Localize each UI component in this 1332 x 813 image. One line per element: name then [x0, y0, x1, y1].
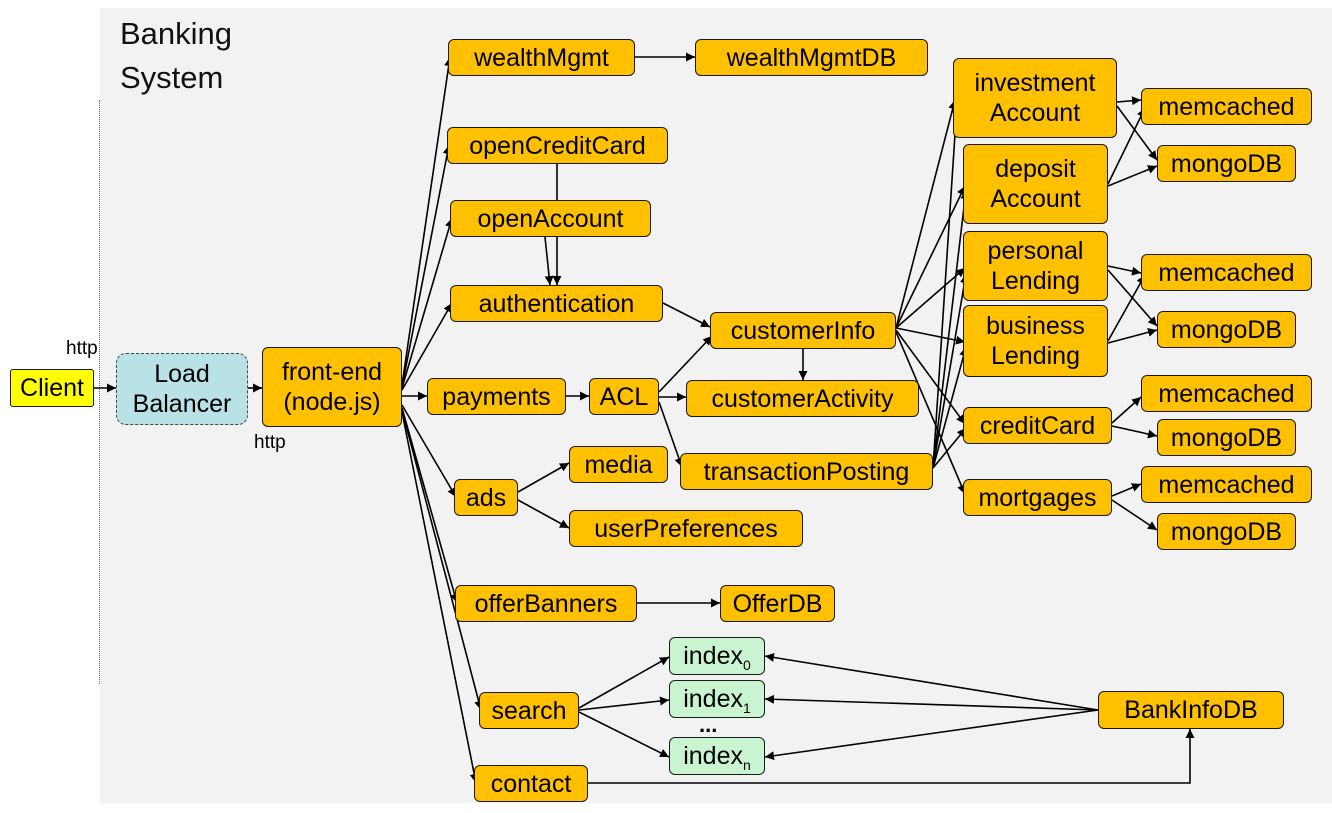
mortgages-node[interactable]: mortgages [963, 479, 1112, 516]
http-label-client: http [66, 338, 98, 359]
index-n-node[interactable]: indexn [669, 737, 765, 775]
payments-node[interactable]: payments [427, 378, 566, 415]
front-end-line-2: (node.js) [283, 388, 381, 416]
memcached-node-2[interactable]: memcached [1141, 254, 1312, 291]
creditcard-node[interactable]: creditCard [963, 407, 1112, 444]
customeractivity-node[interactable]: customerActivity [686, 380, 919, 417]
personallending-line-1: personal [987, 237, 1084, 265]
offerbanners-node[interactable]: offerBanners [455, 585, 637, 622]
media-node[interactable]: media [569, 446, 668, 483]
depositaccount-line-1: deposit [995, 155, 1076, 183]
wealthmgmtdb-node[interactable]: wealthMgmtDB [695, 39, 928, 76]
memcached-node-4[interactable]: memcached [1141, 466, 1312, 503]
userpreferences-node[interactable]: userPreferences [569, 510, 803, 547]
openaccount-node[interactable]: openAccount [450, 200, 651, 237]
load-balancer-node[interactable]: Load Balancer [116, 353, 248, 425]
index-n-label: indexn [683, 742, 751, 773]
transactionposting-node[interactable]: transactionPosting [680, 453, 933, 490]
depositaccount-line-2: Account [990, 185, 1081, 213]
index-ellipsis: ... [699, 712, 718, 737]
system-boundary-dotted-line [99, 100, 100, 684]
diagram-title-line-2: System [120, 60, 224, 95]
investmentaccount-node[interactable]: investment Account [953, 58, 1117, 138]
contact-node[interactable]: contact [474, 765, 588, 802]
personallending-line-2: Lending [991, 267, 1080, 295]
ads-node[interactable]: ads [454, 479, 518, 516]
mongodb-node-3[interactable]: mongoDB [1157, 419, 1296, 456]
businesslending-line-1: business [986, 312, 1085, 340]
authentication-node[interactable]: authentication [450, 285, 663, 322]
http-label-frontend: http [254, 432, 286, 453]
diagram-title-line-1: Banking [120, 16, 233, 51]
opencreditcard-node[interactable]: openCreditCard [447, 127, 668, 164]
businesslending-line-2: Lending [991, 342, 1080, 370]
diagram-title: Banking System [120, 12, 232, 100]
mongodb-node-2[interactable]: mongoDB [1157, 311, 1296, 348]
client-node[interactable]: Client [10, 369, 94, 407]
memcached-node-3[interactable]: memcached [1141, 375, 1312, 412]
mongodb-node-4[interactable]: mongoDB [1157, 513, 1296, 550]
memcached-node-1[interactable]: memcached [1141, 88, 1312, 125]
bankinfodb-node[interactable]: BankInfoDB [1098, 691, 1284, 729]
businesslending-node[interactable]: business Lending [963, 305, 1108, 377]
search-node[interactable]: search [479, 692, 579, 729]
wealthmgmt-node[interactable]: wealthMgmt [448, 39, 635, 76]
depositaccount-node[interactable]: deposit Account [963, 144, 1108, 224]
index-1-label: index1 [683, 685, 751, 716]
index-0-node[interactable]: index0 [669, 637, 765, 675]
front-end-node[interactable]: front-end (node.js) [262, 347, 402, 427]
personallending-node[interactable]: personal Lending [963, 231, 1108, 301]
investmentaccount-line-1: investment [974, 69, 1096, 97]
acl-node[interactable]: ACL [589, 378, 659, 415]
index-1-node[interactable]: index1 [669, 680, 765, 718]
mongodb-node-1[interactable]: mongoDB [1157, 145, 1296, 182]
front-end-line-1: front-end [281, 358, 383, 386]
investmentaccount-line-2: Account [989, 99, 1081, 127]
customerinfo-node[interactable]: customerInfo [710, 312, 896, 349]
load-balancer-line-2: Balancer [132, 390, 232, 418]
index-0-label: index0 [683, 642, 751, 673]
offerdb-node[interactable]: OfferDB [720, 585, 835, 622]
load-balancer-line-1: Load [154, 360, 210, 388]
